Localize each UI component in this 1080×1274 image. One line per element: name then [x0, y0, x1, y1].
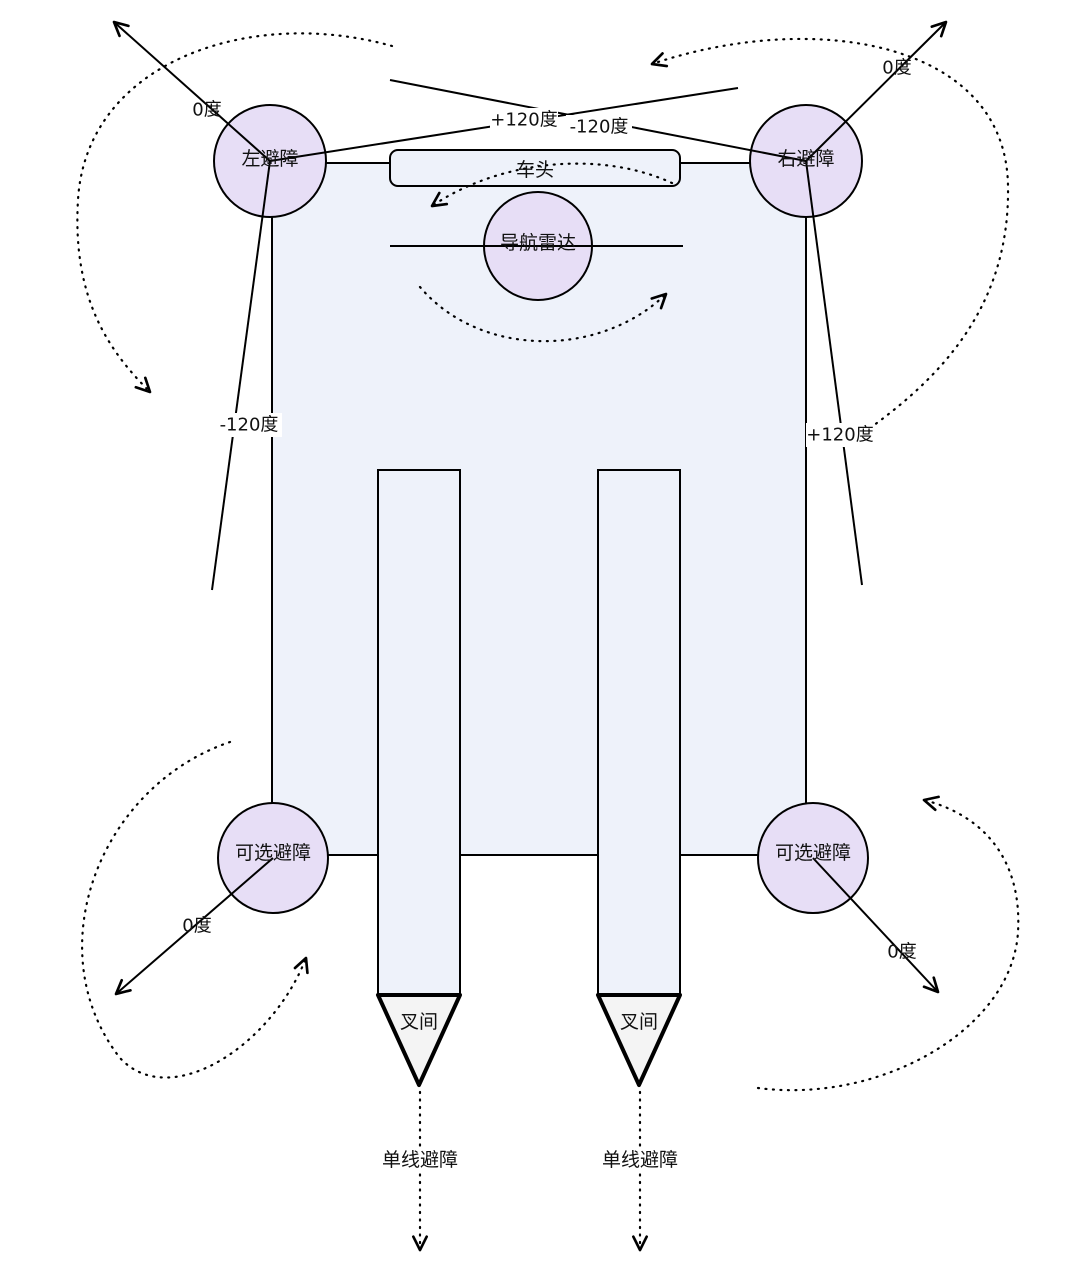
label-bg [378, 1148, 462, 1172]
left-fork-tip [376, 993, 462, 1087]
left-fork [377, 469, 461, 996]
rear-left-zero-angle-label: 0度 [182, 916, 211, 937]
radar-rotation-arc-upper [430, 162, 674, 208]
top-minus120-angle-label: -120度 [570, 117, 629, 138]
right-plus120-angle-label: +120度 [806, 425, 873, 446]
right-fork-tip [596, 993, 682, 1087]
label-bg [566, 115, 632, 139]
rear-right-zero-line [812, 857, 940, 994]
rear-left-zero-line [114, 857, 274, 996]
rear-right-zero-angle-label: 0度 [887, 942, 916, 963]
right-sensor-zero-line [805, 20, 948, 162]
right-fork [597, 469, 681, 996]
right-sensor-label: 右避障 [777, 148, 834, 170]
label-bg [216, 413, 282, 437]
fov-arc-top-right [650, 37, 1010, 430]
right-beam-label: 单线避障 [602, 1149, 678, 1171]
label-bg [806, 423, 874, 447]
vehicle-head-bar [389, 149, 681, 187]
right-fork-tip-label: 叉间 [620, 1011, 658, 1033]
radar-rotation-arc-lower [418, 285, 668, 343]
rear-left-sensor-label: 可选避障 [235, 842, 311, 864]
left-zero-angle-label: 0度 [192, 100, 221, 121]
left-fork-tip-label: 叉间 [400, 1011, 438, 1033]
left-sensor-zero-line [112, 20, 271, 162]
nav-radar-label: 导航雷达 [500, 232, 576, 254]
left-sensor-minus120-line [211, 160, 271, 591]
left-minus120-angle-label: -120度 [220, 415, 279, 436]
left-sensor-label: 左避障 [241, 148, 298, 170]
label-bg [598, 1148, 682, 1172]
right-sensor-plus120-line [805, 160, 863, 586]
vehicle-head-label: 车头 [516, 159, 554, 181]
rear-right-sensor-label: 可选避障 [775, 842, 851, 864]
label-bg [490, 108, 558, 132]
right-zero-angle-label: 0度 [882, 58, 911, 79]
fov-arc-bottom-right [756, 795, 1020, 1092]
left-beam-label: 单线避障 [382, 1149, 458, 1171]
top-plus120-angle-label: +120度 [490, 110, 557, 131]
